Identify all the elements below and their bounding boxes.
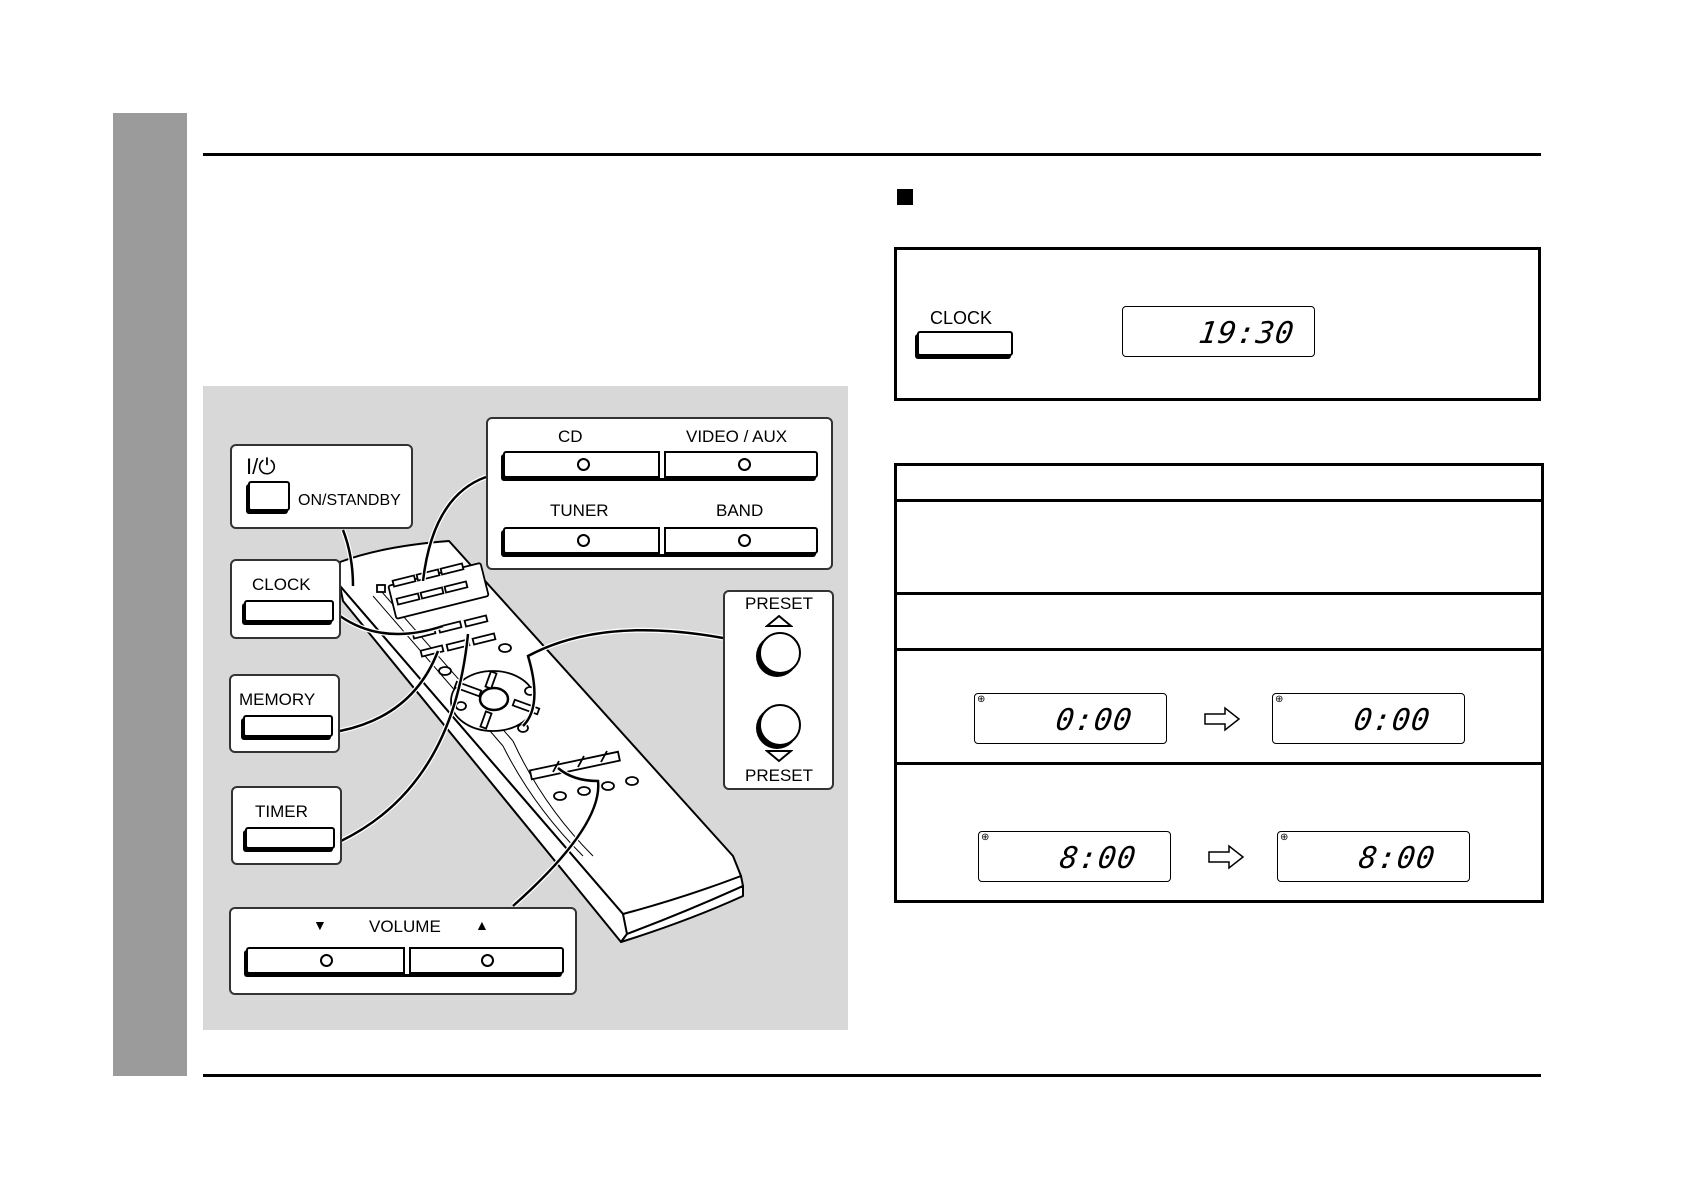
- arrow-right-icon: [1204, 706, 1241, 732]
- volume-label: VOLUME: [369, 917, 441, 936]
- timer-indicator-icon: ⊕: [977, 694, 986, 705]
- remote-buttons: [376, 562, 639, 801]
- tuner-label: TUNER: [550, 501, 609, 520]
- volume-up-button[interactable]: [481, 954, 494, 967]
- remote-power-key: [376, 584, 386, 593]
- memory-label: MEMORY: [239, 690, 316, 709]
- source-callout: CD VIDEO / AUX TUNER BAND: [486, 417, 833, 570]
- key-divider: [403, 947, 411, 974]
- lcd-display-after: ⊕ 8:00: [1277, 831, 1470, 882]
- key-divider: [658, 527, 666, 554]
- lcd-time: 0:00: [1053, 703, 1135, 738]
- remote-drawing: [338, 474, 744, 943]
- clock-step-box: CLOCK 19:30: [894, 247, 1541, 401]
- preset-up-button[interactable]: [759, 632, 801, 674]
- chapter-side-tab: [113, 113, 187, 1076]
- clock-label: CLOCK: [252, 575, 311, 594]
- volume-up-icon: ▲: [475, 917, 489, 933]
- header-rule: [203, 153, 1541, 156]
- preset-down-button[interactable]: [759, 704, 801, 746]
- timer-callout: TIMER: [231, 786, 342, 865]
- timer-indicator-icon: ⊕: [1275, 694, 1284, 705]
- cd-label: CD: [558, 427, 583, 446]
- clock-button-large[interactable]: [917, 331, 1013, 356]
- lcd-display-before: ⊕ 0:00: [974, 693, 1167, 744]
- lcd-display: 19:30: [1122, 306, 1315, 357]
- table-row-divider: [897, 592, 1541, 595]
- remote-body: [339, 540, 744, 943]
- timer-button[interactable]: [245, 827, 335, 849]
- band-button[interactable]: [738, 534, 751, 547]
- cd-video-key-strip: [503, 451, 818, 478]
- triangle-up-outline-icon: [765, 614, 793, 627]
- tuner-band-key-strip: [503, 527, 818, 554]
- key-divider: [658, 451, 666, 478]
- video-aux-label: VIDEO / AUX: [686, 427, 788, 446]
- volume-down-icon: ▼: [313, 917, 327, 933]
- table-row-divider: [897, 648, 1541, 651]
- band-label: BAND: [716, 501, 764, 520]
- lcd-time: 8:00: [1057, 841, 1139, 876]
- timer-indicator-icon: ⊕: [981, 832, 990, 843]
- tuner-button[interactable]: [577, 534, 590, 547]
- power-callout: I/⏻ ON/STANDBY: [230, 444, 413, 529]
- lcd-time: 8:00: [1356, 841, 1438, 876]
- preset-down-label: PRESET: [745, 766, 814, 785]
- preset-callout: PRESET PRESET: [723, 590, 834, 790]
- table-row-divider: [897, 762, 1541, 765]
- lcd-time: 0:00: [1351, 703, 1433, 738]
- volume-callout: ▼ VOLUME ▲: [229, 907, 577, 995]
- timer-label: TIMER: [255, 802, 308, 821]
- volume-down-button[interactable]: [320, 954, 333, 967]
- volume-key-strip: [246, 947, 564, 974]
- timer-indicator-icon: ⊕: [1280, 832, 1289, 843]
- memory-button[interactable]: [243, 715, 333, 737]
- video-aux-button[interactable]: [738, 458, 751, 471]
- on-standby-label: ON/STANDBY: [298, 492, 401, 509]
- clock-button[interactable]: [244, 600, 334, 622]
- footer-rule: [203, 1074, 1541, 1077]
- clock-callout: CLOCK: [230, 559, 341, 639]
- leader-lines: [338, 474, 724, 908]
- arrow-right-icon: [1208, 844, 1245, 870]
- cd-button[interactable]: [577, 458, 590, 471]
- power-symbol-icon: I/⏻: [246, 454, 276, 479]
- on-standby-button[interactable]: [248, 481, 290, 511]
- lcd-display-after: ⊕ 0:00: [1272, 693, 1465, 744]
- lcd-display-before: ⊕ 8:00: [978, 831, 1171, 882]
- memory-callout: MEMORY: [229, 674, 340, 753]
- clock-button-label: CLOCK: [930, 308, 993, 328]
- remote-control-illustration: I/⏻ ON/STANDBY CD VIDEO / AUX TUNER BAND…: [203, 386, 848, 1030]
- triangle-down-outline-icon: [765, 750, 793, 763]
- lcd-time: 19:30: [1196, 316, 1297, 351]
- table-row-divider: [897, 499, 1541, 502]
- section-bullet-icon: [897, 189, 913, 205]
- procedure-table: ⊕ 0:00 ⊕ 0:00 ⊕ 8:00 ⊕ 8:00: [894, 463, 1544, 903]
- preset-up-label: PRESET: [745, 594, 814, 613]
